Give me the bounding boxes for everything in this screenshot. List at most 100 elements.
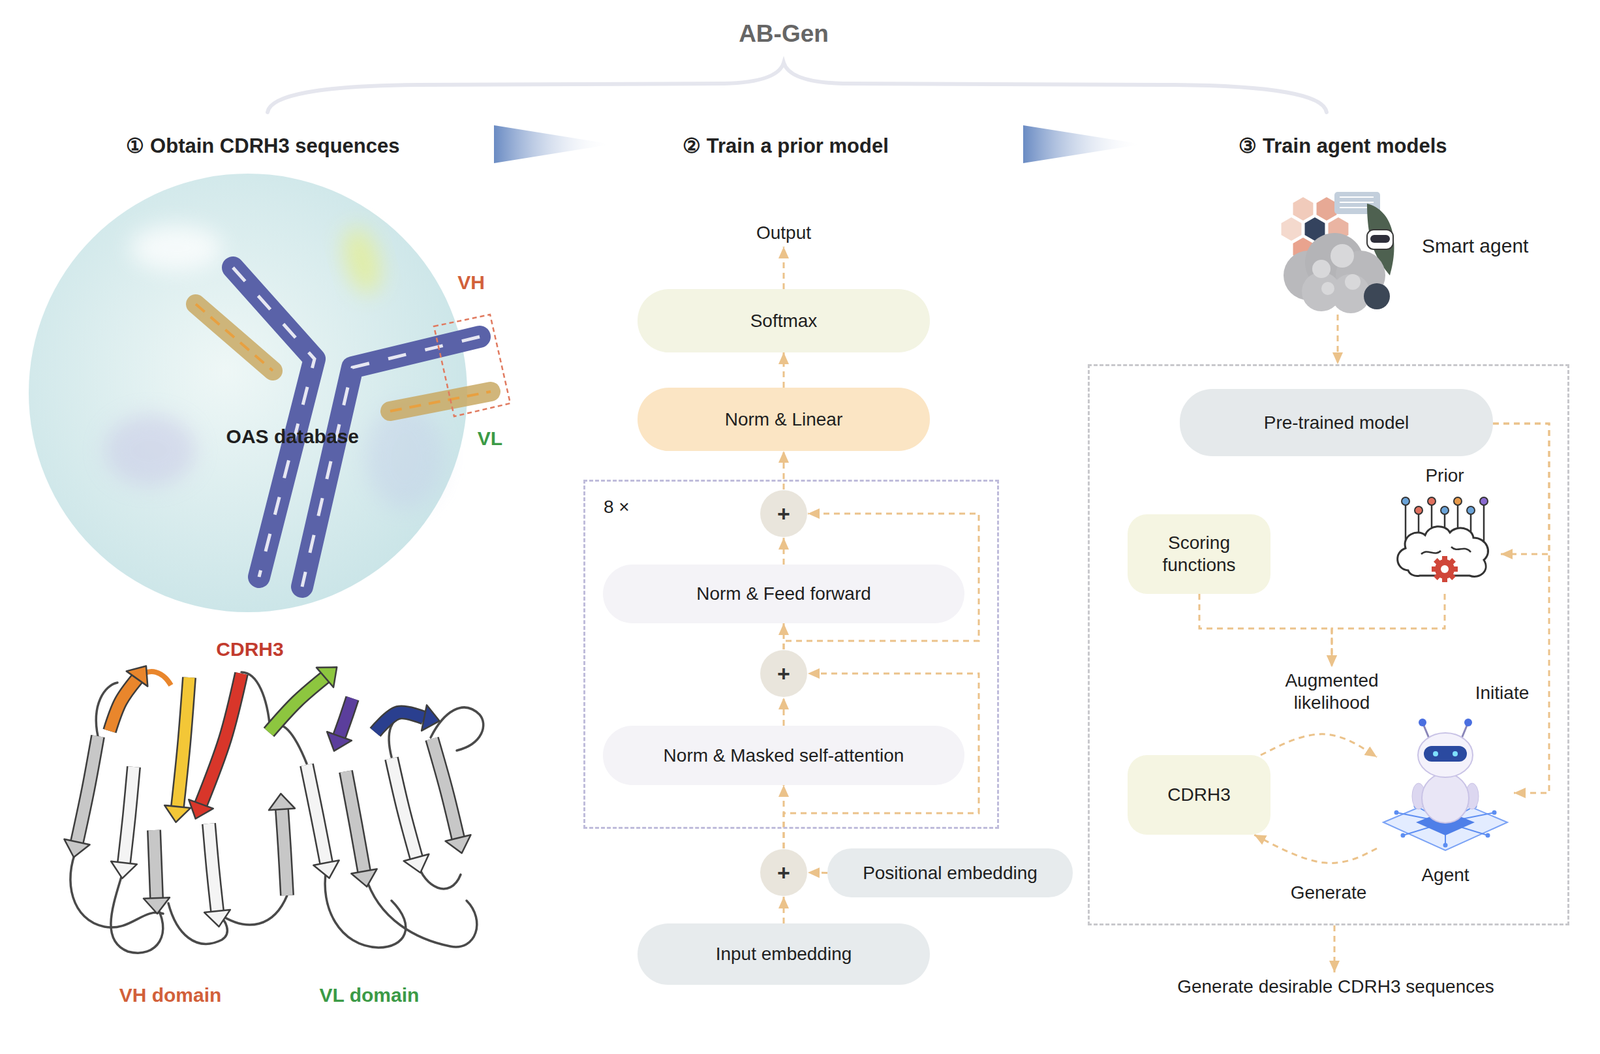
robot-eye: [1452, 751, 1458, 757]
node-text: Norm & Feed forward: [696, 582, 872, 605]
cloud-highlight: [1321, 281, 1335, 295]
connector-arrow: [1199, 593, 1332, 667]
circuit-dot: [1466, 506, 1475, 515]
layer-box: Norm & Linear: [637, 387, 930, 451]
connector-arrow: [1260, 734, 1377, 757]
strand-outline: [281, 809, 288, 896]
node-text: Smart agent: [1421, 234, 1529, 258]
connector-arrow: [1333, 925, 1336, 973]
connector-arrow: [1337, 314, 1339, 365]
antenna-ball: [1464, 718, 1473, 727]
title-brace: [267, 62, 1327, 113]
layer-box: Norm & Feed forward: [602, 564, 965, 624]
strand: [281, 809, 288, 896]
brain-outline: [1397, 525, 1489, 577]
model-box: Pre-trained model: [1179, 388, 1493, 457]
sequence-box: CDRH3: [1127, 754, 1271, 835]
edge-label: Generate: [1286, 881, 1371, 904]
strand: [153, 830, 157, 898]
heavy-chain-detail: [302, 336, 480, 587]
node-text: Input embedding: [715, 942, 853, 966]
protein-loop: [365, 875, 477, 947]
robot-visor: [1370, 234, 1390, 243]
section-heading: ③ Train agent models: [1238, 133, 1447, 158]
node-text: Norm & Masked self-attention: [663, 744, 905, 767]
protein-loop: [324, 869, 406, 948]
glow: [130, 225, 222, 271]
node-text: Norm & Linear: [724, 408, 844, 431]
antibody: [104, 223, 511, 587]
glow: [365, 404, 444, 509]
smart-agent-icon: Smart agent: [1269, 177, 1557, 315]
prior-icon: Prior: [1388, 464, 1501, 594]
part-label: VL: [477, 426, 503, 451]
strand: [306, 764, 327, 863]
strand: [109, 678, 138, 731]
result-label: Generate desirable CDRH3 sequences: [1161, 972, 1510, 1001]
layer-box: Norm & Masked self-attention: [602, 725, 965, 785]
likelihood-label: Augmented likelihood: [1271, 666, 1392, 717]
strand-head: [204, 909, 231, 927]
strand-outline: [431, 738, 459, 838]
strand-outline: [208, 823, 218, 911]
layer-box: Softmax: [637, 289, 930, 353]
agent-robot: Agent: [1376, 714, 1514, 904]
add-node: +: [759, 848, 808, 897]
strand: [268, 677, 325, 733]
connector-arrow: [783, 537, 785, 565]
robot-eye: [1432, 751, 1439, 757]
part-label: VH domain: [119, 983, 222, 1007]
strand-outline: [200, 673, 242, 804]
circuit-pad: [1443, 843, 1448, 848]
gear: [1434, 559, 1455, 579]
strand-outline: [177, 677, 190, 807]
node-text: Scoring functions: [1139, 531, 1259, 576]
strand-outline: [375, 711, 425, 733]
circuit-pad: [1485, 833, 1491, 838]
part-label: CDRH3: [215, 637, 284, 662]
scoring-box: Scoring functions: [1127, 514, 1271, 594]
gear-hole: [1440, 565, 1449, 573]
node-text: Pre-trained model: [1263, 411, 1410, 434]
node-text: OAS database: [226, 424, 359, 449]
node-text: +: [777, 861, 791, 884]
connector-arrow: [783, 896, 785, 924]
region-box: [433, 314, 511, 417]
repeat-block: 8 ×+Norm & Feed forward+Norm & Masked se…: [583, 479, 1000, 829]
connector-arrow: [1492, 423, 1550, 554]
agent-training-panel: Pre-trained modelPriorScoring functionsA…: [1087, 364, 1570, 926]
circuit-pad: [1394, 810, 1400, 816]
robot-visor: [1423, 745, 1467, 762]
strand-outline: [345, 771, 365, 872]
section-heading: ② Train a prior model: [682, 133, 889, 158]
part-label: VL domain: [319, 983, 420, 1007]
strand-outline: [153, 830, 157, 898]
connector-arrow: [783, 352, 785, 388]
block-label: 8 ×: [603, 495, 630, 519]
node-text: +: [777, 662, 791, 685]
smart-agent-graphic: [1269, 177, 1407, 315]
node-text: Positional embedding: [862, 861, 1038, 885]
circuit-pad: [1492, 810, 1497, 816]
strand: [375, 711, 425, 733]
strand-head: [313, 860, 339, 878]
add-node: +: [759, 649, 808, 698]
strand: [200, 673, 242, 804]
globe: [1363, 283, 1390, 310]
strand-head: [403, 854, 430, 873]
protein-loop: [417, 862, 461, 889]
protein-structure: [63, 665, 483, 953]
embedding-box: Input embedding: [637, 923, 930, 985]
database-illustration: [28, 173, 468, 613]
robot-body: [1421, 773, 1469, 823]
strand-head: [268, 793, 295, 810]
strand: [208, 823, 218, 911]
strand-head: [164, 805, 191, 823]
node-text: Agent: [1421, 863, 1469, 887]
circuit-pad: [1400, 833, 1406, 838]
node-text: Output: [756, 221, 812, 245]
strand-outline: [76, 736, 98, 842]
glow: [336, 223, 387, 298]
strand: [123, 766, 134, 863]
strand: [76, 736, 98, 842]
